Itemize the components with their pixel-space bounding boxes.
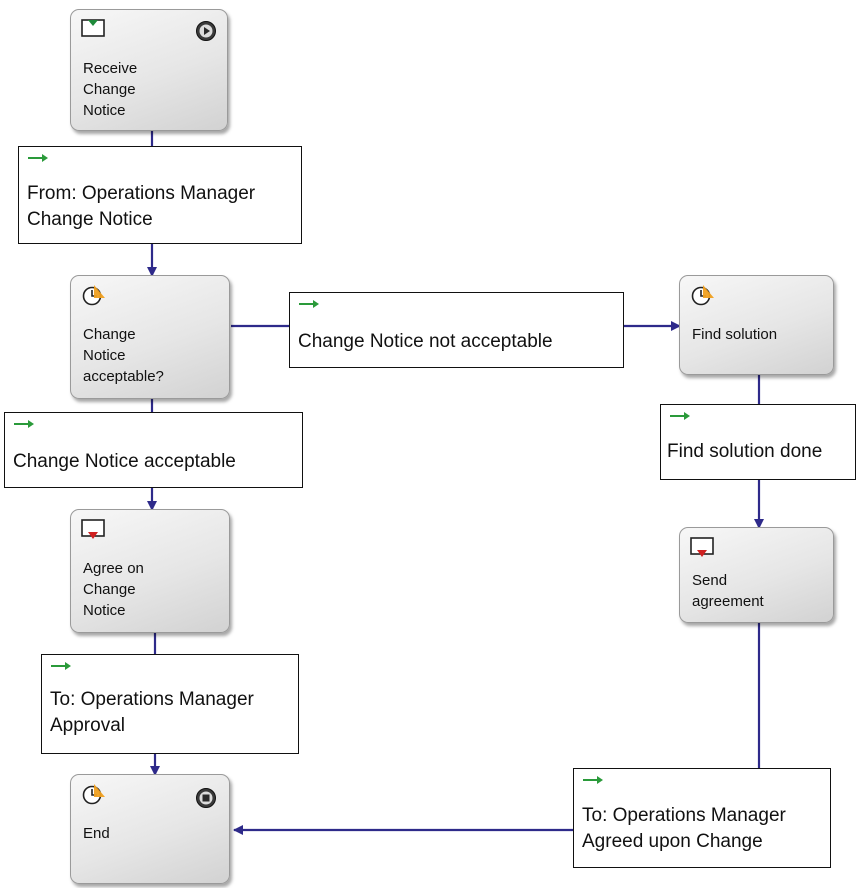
- transition-to-operations-manager-approval[interactable]: To: Operations Manager Approval: [41, 654, 299, 754]
- flow-arrow-icon: [299, 300, 319, 308]
- transition-label-line2: Agreed upon Change: [582, 831, 763, 852]
- transition-label-line1: Find solution done: [667, 441, 823, 462]
- transition-change-notice-not-acceptable[interactable]: Change Notice not acceptable: [289, 292, 624, 368]
- node-agree-on-change-notice[interactable]: Agree on Change Notice: [70, 509, 230, 633]
- node-label: End: [83, 825, 110, 842]
- transition-label-line2: Change Notice: [27, 209, 153, 230]
- flow-arrow-icon: [14, 420, 34, 428]
- transition-label-line1: To: Operations Manager: [582, 805, 786, 826]
- receive-message-icon: [81, 19, 105, 37]
- transition-from-operations-manager[interactable]: From: Operations Manager Change Notice: [18, 146, 302, 244]
- transition-label-line1: Change Notice not acceptable: [298, 331, 553, 352]
- timer-activity-icon: [82, 784, 105, 805]
- node-change-notice-acceptable[interactable]: Change Notice acceptable?: [70, 275, 230, 399]
- node-end[interactable]: End: [70, 774, 230, 884]
- transition-to-operations-manager-agreed[interactable]: To: Operations Manager Agreed upon Chang…: [573, 768, 831, 868]
- send-message-icon: [690, 537, 714, 557]
- node-label: Find solution: [692, 326, 778, 343]
- transition-label-line1: From: Operations Manager: [27, 183, 256, 204]
- transition-label-line2: Approval: [50, 715, 125, 736]
- transition-label-line1: To: Operations Manager: [50, 689, 254, 710]
- transition-change-notice-acceptable[interactable]: Change Notice acceptable: [4, 412, 303, 488]
- end-event-icon: [196, 788, 216, 808]
- node-send-agreement[interactable]: Send agreement: [679, 527, 834, 623]
- node-label: Change Notice acceptable?: [83, 326, 164, 385]
- node-label: Receive Change Notice: [83, 60, 138, 119]
- node-label: Agree on Change Notice: [83, 560, 144, 619]
- node-label: Send agreement: [692, 572, 764, 610]
- flow-arrow-icon: [28, 154, 48, 162]
- send-message-icon: [81, 519, 105, 539]
- transition-label-line1: Change Notice acceptable: [13, 451, 236, 472]
- flow-arrow-icon: [583, 776, 603, 784]
- timer-activity-icon: [82, 285, 105, 306]
- node-find-solution[interactable]: Find solution: [679, 275, 834, 375]
- start-event-icon: [196, 21, 216, 41]
- transition-find-solution-done[interactable]: Find solution done: [660, 404, 856, 480]
- flow-arrow-icon: [670, 412, 690, 420]
- node-receive-change-notice[interactable]: Receive Change Notice: [70, 9, 228, 131]
- timer-activity-icon: [691, 285, 714, 306]
- flow-arrow-icon: [51, 662, 71, 670]
